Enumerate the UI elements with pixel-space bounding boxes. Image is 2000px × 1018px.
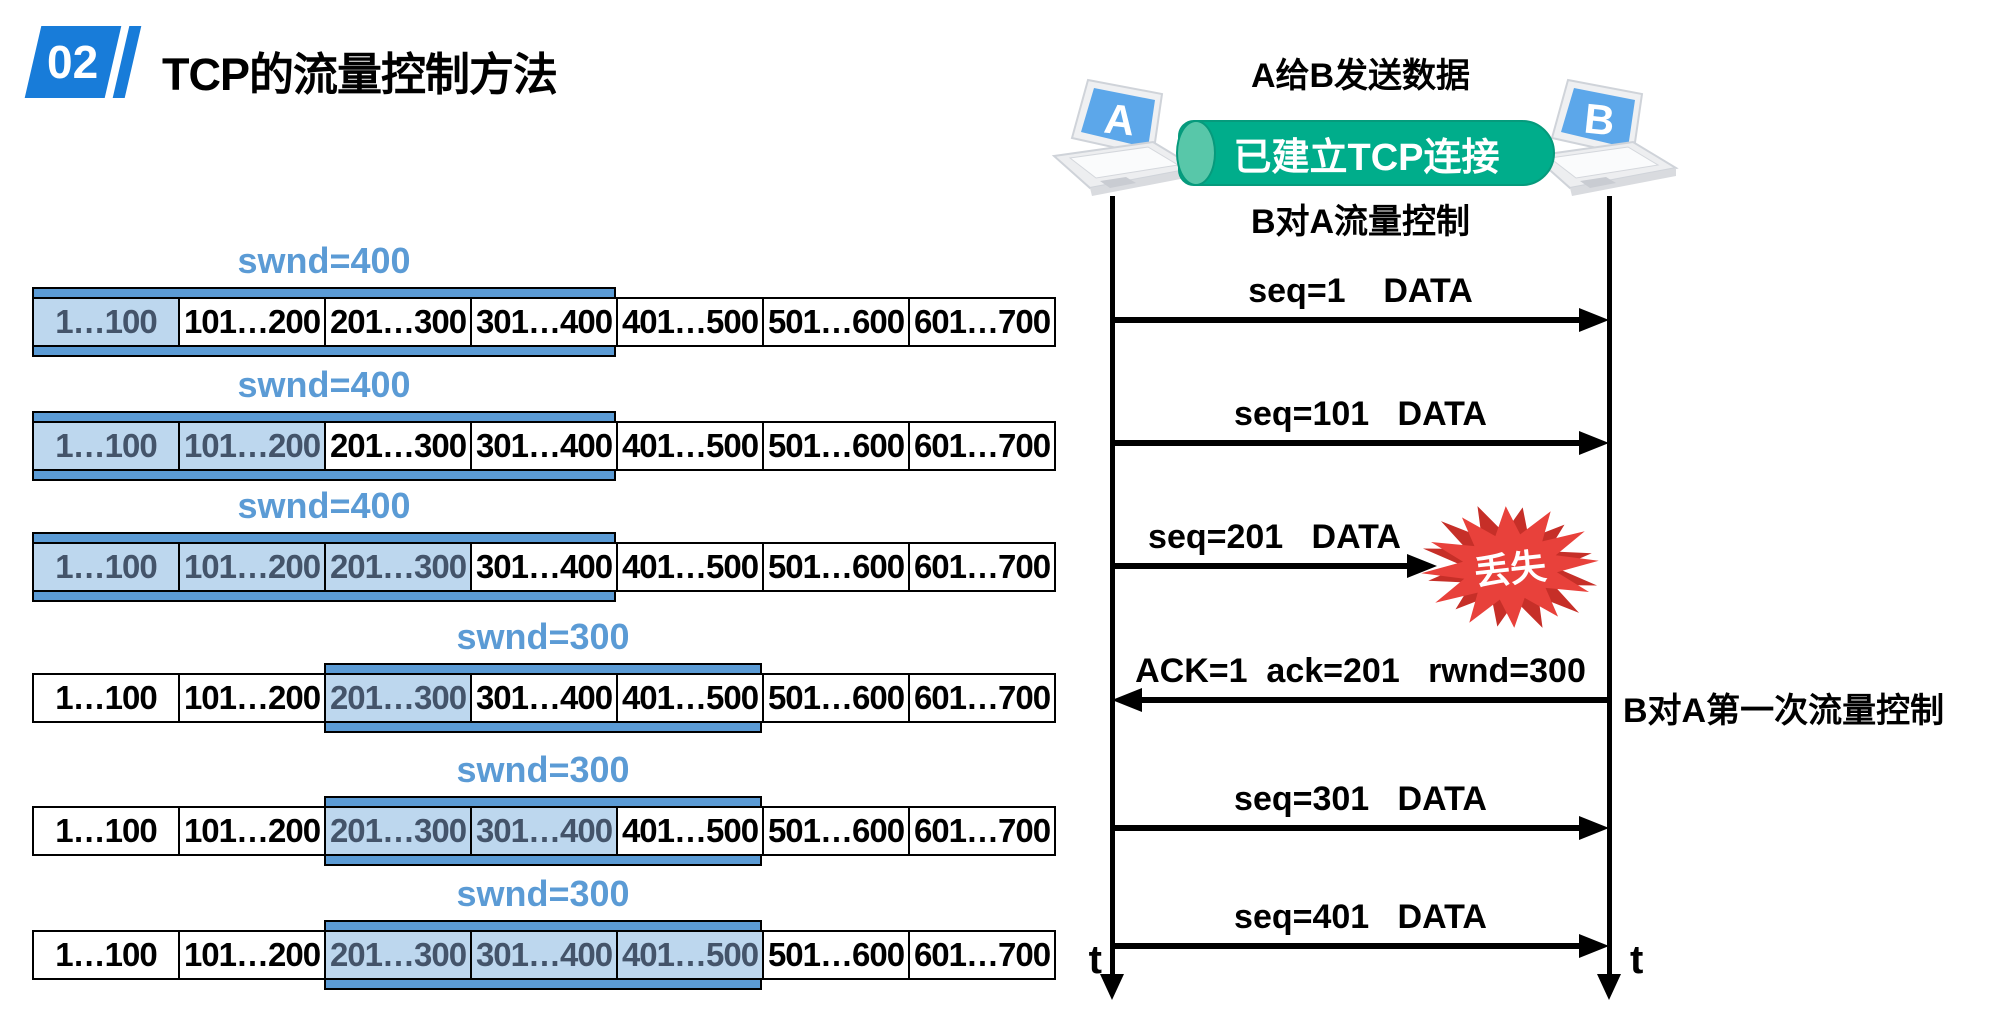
pipe-end-cap (1176, 120, 1216, 186)
byte-range-cell: 201…300 (324, 673, 472, 723)
swnd-label: swnd=300 (456, 616, 630, 657)
swnd-label: swnd=400 (237, 240, 411, 281)
byte-range-cell: 401…500 (616, 673, 764, 723)
tcp-connection-label: 已建立TCP连接 (1233, 136, 1500, 179)
byte-range-cell: 601…700 (908, 673, 1056, 723)
tcp-connection-pipe: 已建立TCP连接 (1176, 120, 1555, 186)
message-label: seq=1 DATA (1248, 272, 1473, 310)
byte-range-cell: 301…400 (470, 542, 618, 592)
byte-range-cell: 101…200 (178, 806, 326, 856)
byte-range-cell: 601…700 (908, 421, 1056, 471)
message-label: seq=101 DATA (1234, 395, 1487, 433)
arrowhead-right-icon (1579, 934, 1609, 958)
arrowhead-right-icon (1579, 308, 1609, 332)
byte-range-cell: 501…600 (762, 542, 910, 592)
byte-range-cell: 101…200 (178, 930, 326, 980)
byte-range-cell: 1…100 (32, 297, 180, 347)
byte-range-cell: 501…600 (762, 930, 910, 980)
host-a-label: A (1102, 95, 1137, 145)
arrowhead-left-icon (1112, 688, 1142, 712)
arrowhead-right-icon (1579, 431, 1609, 455)
data-arrow-line (1112, 825, 1581, 831)
byte-range-cell: 501…600 (762, 421, 910, 471)
byte-range-cell: 1…100 (32, 930, 180, 980)
message-label: seq=201 DATA (1148, 518, 1401, 556)
time-axis-label-b: t (1630, 938, 1644, 982)
byte-range-cell: 501…600 (762, 297, 910, 347)
packet-lost-burst: 丢失 (1421, 506, 1599, 628)
swnd-label: swnd=300 (456, 873, 630, 914)
byte-range-cell: 401…500 (616, 542, 764, 592)
byte-range-cell: 1…100 (32, 673, 180, 723)
byte-range-cell: 401…500 (616, 930, 764, 980)
section-number-badge: 02 (24, 26, 122, 98)
timeline-a-arrowhead-icon (1100, 974, 1124, 1000)
byte-range-cell: 601…700 (908, 542, 1056, 592)
message-label: ACK=1 ack=201 rwnd=300 (1135, 652, 1586, 690)
lost-label: 丢失 (1472, 545, 1549, 594)
byte-range-cell: 501…600 (762, 806, 910, 856)
byte-range-cell: 401…500 (616, 297, 764, 347)
byte-range-cell: 101…200 (178, 673, 326, 723)
byte-range-cell: 501…600 (762, 673, 910, 723)
timeline-b (1607, 196, 1612, 976)
host-b-label: B (1582, 95, 1617, 145)
swnd-label: swnd=400 (237, 364, 411, 405)
byte-range-cell: 601…700 (908, 806, 1056, 856)
data-arrow-line (1112, 563, 1409, 569)
byte-range-cell: 601…700 (908, 297, 1056, 347)
swnd-label: swnd=300 (456, 749, 630, 790)
arrowhead-right-icon (1579, 816, 1609, 840)
data-arrow-line (1112, 440, 1581, 446)
ack-arrow-line (1138, 697, 1609, 703)
byte-range-cell: 1…100 (32, 421, 180, 471)
byte-range-cell: 201…300 (324, 930, 472, 980)
byte-range-cell: 1…100 (32, 542, 180, 592)
byte-range-cell: 401…500 (616, 421, 764, 471)
time-axis-label-a: t (1088, 938, 1102, 982)
byte-range-cell: 1…100 (32, 806, 180, 856)
byte-range-cell: 101…200 (178, 421, 326, 471)
byte-range-cell: 101…200 (178, 542, 326, 592)
swnd-label: swnd=400 (237, 485, 411, 526)
laptop-a-icon: A (1051, 78, 1199, 196)
byte-range-cell: 301…400 (470, 930, 618, 980)
section-number: 02 (47, 36, 99, 88)
byte-range-cell: 201…300 (324, 297, 472, 347)
byte-range-cell: 301…400 (470, 673, 618, 723)
timeline-b-arrowhead-icon (1597, 974, 1621, 1000)
message-label: seq=301 DATA (1234, 780, 1487, 818)
byte-range-cell: 601…700 (908, 930, 1056, 980)
byte-range-cell: 101…200 (178, 297, 326, 347)
timeline-a (1110, 196, 1115, 976)
data-arrow-line (1112, 317, 1581, 323)
byte-range-cell: 401…500 (616, 806, 764, 856)
data-arrow-line (1112, 943, 1581, 949)
byte-range-cell: 301…400 (470, 421, 618, 471)
byte-range-cell: 201…300 (324, 806, 472, 856)
page-title: TCP的流量控制方法 (162, 49, 558, 100)
byte-range-cell: 201…300 (324, 542, 472, 592)
first-flow-control-note: B对A第一次流量控制 (1623, 692, 1945, 730)
byte-range-cell: 301…400 (470, 297, 618, 347)
byte-range-cell: 301…400 (470, 806, 618, 856)
laptop-b-icon: B (1531, 78, 1679, 196)
message-label: seq=401 DATA (1234, 898, 1487, 936)
caption-a-sends-b: A给B发送数据 (1250, 57, 1471, 95)
caption-b-flow-controls-a: B对A流量控制 (1250, 203, 1471, 241)
byte-range-cell: 201…300 (324, 421, 472, 471)
